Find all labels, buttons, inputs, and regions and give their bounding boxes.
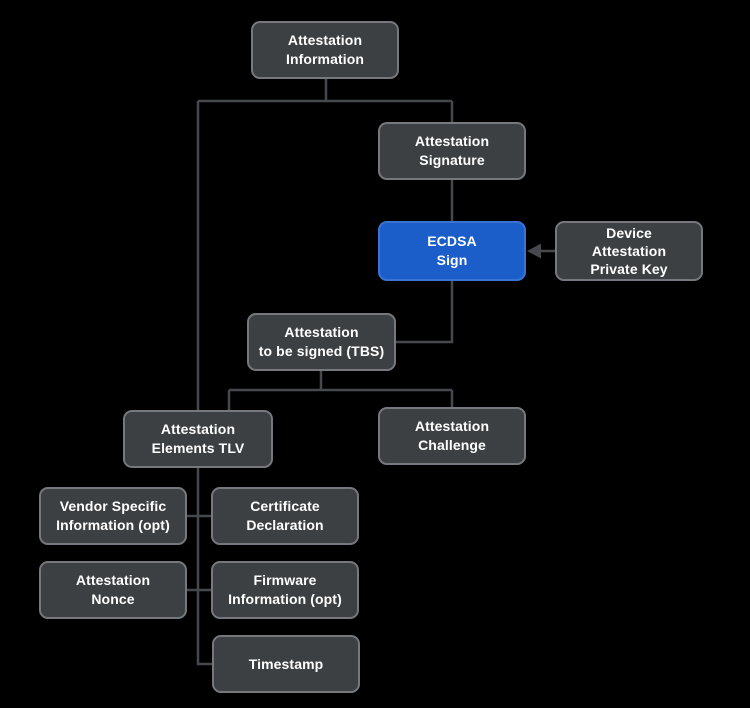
node-attestation-nonce: Attestation Nonce: [39, 561, 187, 619]
arrowhead-left-icon: [527, 243, 541, 259]
node-attestation-challenge: Attestation Challenge: [378, 407, 526, 465]
node-device-attestation-private-key: Device Attestation Private Key: [555, 221, 703, 281]
node-ecdsa-sign: ECDSA Sign: [378, 221, 526, 281]
node-attestation-information: Attestation Information: [251, 21, 399, 79]
node-timestamp: Timestamp: [212, 635, 360, 693]
node-certificate-declaration: Certificate Declaration: [211, 487, 359, 545]
node-attestation-tbs: Attestation to be signed (TBS): [247, 313, 396, 371]
node-attestation-elements-tlv: Attestation Elements TLV: [123, 410, 273, 468]
node-vendor-specific-information: Vendor Specific Information (opt): [39, 487, 187, 545]
node-firmware-information: Firmware Information (opt): [211, 561, 359, 619]
node-attestation-signature: Attestation Signature: [378, 122, 526, 180]
